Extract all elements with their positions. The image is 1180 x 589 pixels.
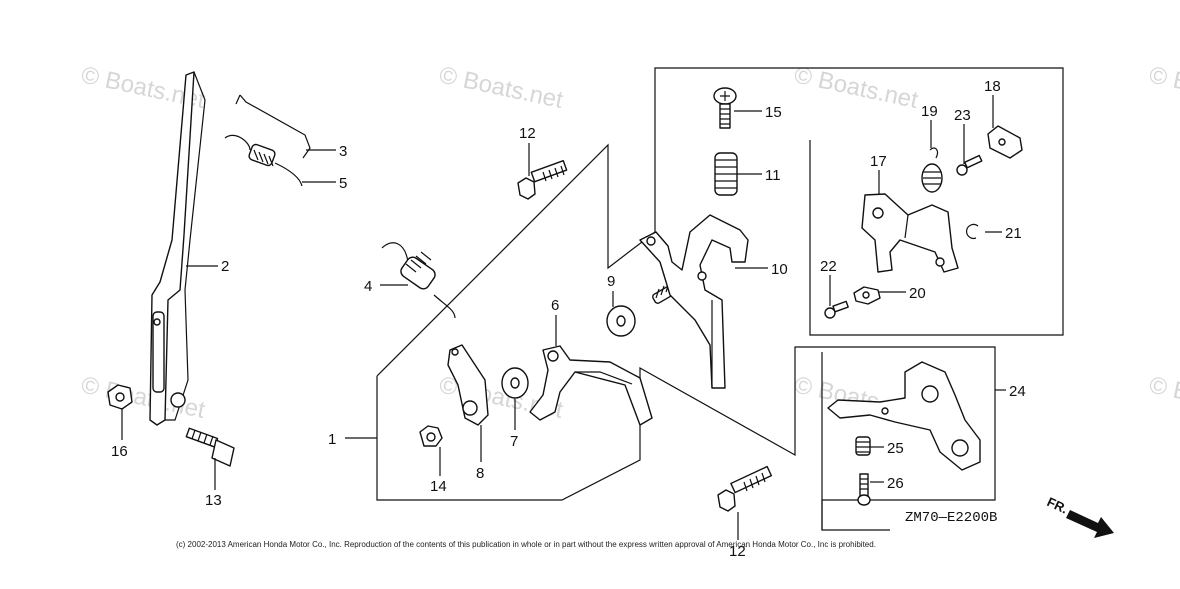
callout-26: 26 [887, 475, 904, 492]
screw-part-26 [857, 473, 871, 506]
callout-8: 8 [476, 465, 484, 482]
spring-part-4 [381, 242, 456, 319]
nut-part-20 [853, 286, 881, 305]
plate-lever-part-8 [447, 344, 489, 426]
flange-nut-part-14 [419, 425, 443, 447]
callout-4: 4 [364, 278, 372, 295]
callout-14: 14 [430, 478, 447, 495]
circlip-part-21 [966, 223, 979, 240]
spring-part-25 [855, 436, 871, 456]
callouts: 2 3 5 4 1 6 7 8 9 10 11 12 15 12 16 13 1… [111, 78, 1026, 560]
plate-part-24 [827, 361, 981, 471]
bolt-part-12-top [517, 159, 568, 200]
callout-10: 10 [771, 261, 788, 278]
callout-22: 22 [820, 258, 837, 275]
spring-part-19 [921, 147, 943, 193]
bracket-part-10 [639, 214, 749, 389]
screw-part-23 [956, 154, 983, 176]
lever-arm-part-2 [149, 71, 206, 426]
leader-lines [121, 95, 1006, 540]
diagram-code: ZM70—E2200B [905, 510, 997, 526]
callout-15: 15 [765, 104, 782, 121]
watermark: © Boats.net [792, 61, 921, 114]
group-outlines [376, 67, 1064, 531]
callout-17: 17 [870, 153, 887, 170]
callout-9: 9 [607, 273, 615, 290]
callout-6: 6 [551, 297, 559, 314]
callout-12-bottom: 12 [729, 543, 746, 560]
callout-3: 3 [339, 143, 347, 160]
assembly-1-outline [376, 67, 1064, 377]
copyright-notice: (c) 2002-2013 American Honda Motor Co., … [176, 540, 876, 549]
watermark: © Boats.net [1147, 61, 1180, 114]
front-direction-label: FR. [1045, 494, 1070, 516]
callout-24: 24 [1009, 383, 1026, 400]
callout-13: 13 [205, 492, 222, 509]
callout-7: 7 [510, 433, 518, 450]
callout-19: 19 [921, 103, 938, 120]
clip-part-18 [987, 125, 1023, 159]
spring-part-5 [224, 134, 303, 187]
callout-1: 1 [328, 431, 336, 448]
bracket-part-17 [861, 193, 959, 273]
nut-part-16 [107, 384, 133, 410]
watermark: © Boats.net [437, 61, 566, 114]
screw-part-22 [824, 300, 849, 319]
watermark: © Boats.net [1147, 371, 1180, 424]
rod-part-3 [235, 94, 311, 159]
callout-20: 20 [909, 285, 926, 302]
callout-21: 21 [1005, 225, 1022, 242]
callout-23: 23 [954, 107, 971, 124]
callout-12-top: 12 [519, 125, 536, 142]
callout-25: 25 [887, 440, 904, 457]
bolt-part-12-bottom [717, 465, 773, 512]
callout-16: 16 [111, 443, 128, 460]
screw-part-15 [713, 87, 737, 129]
watermarks: © Boats.net © Boats.net © Boats.net © Bo… [79, 61, 1180, 424]
bracket-part-6 [529, 345, 653, 426]
front-direction-indicator: FR. [1045, 494, 1114, 538]
spring-part-11 [714, 152, 738, 196]
callout-18: 18 [984, 78, 1001, 95]
washer-part-7 [501, 367, 529, 399]
front-arrow-icon [1066, 510, 1114, 538]
callout-11: 11 [765, 167, 781, 184]
bolt-part-13 [185, 427, 235, 467]
callout-5: 5 [339, 175, 347, 192]
washer-part-9 [606, 305, 636, 337]
callout-2: 2 [221, 258, 229, 275]
